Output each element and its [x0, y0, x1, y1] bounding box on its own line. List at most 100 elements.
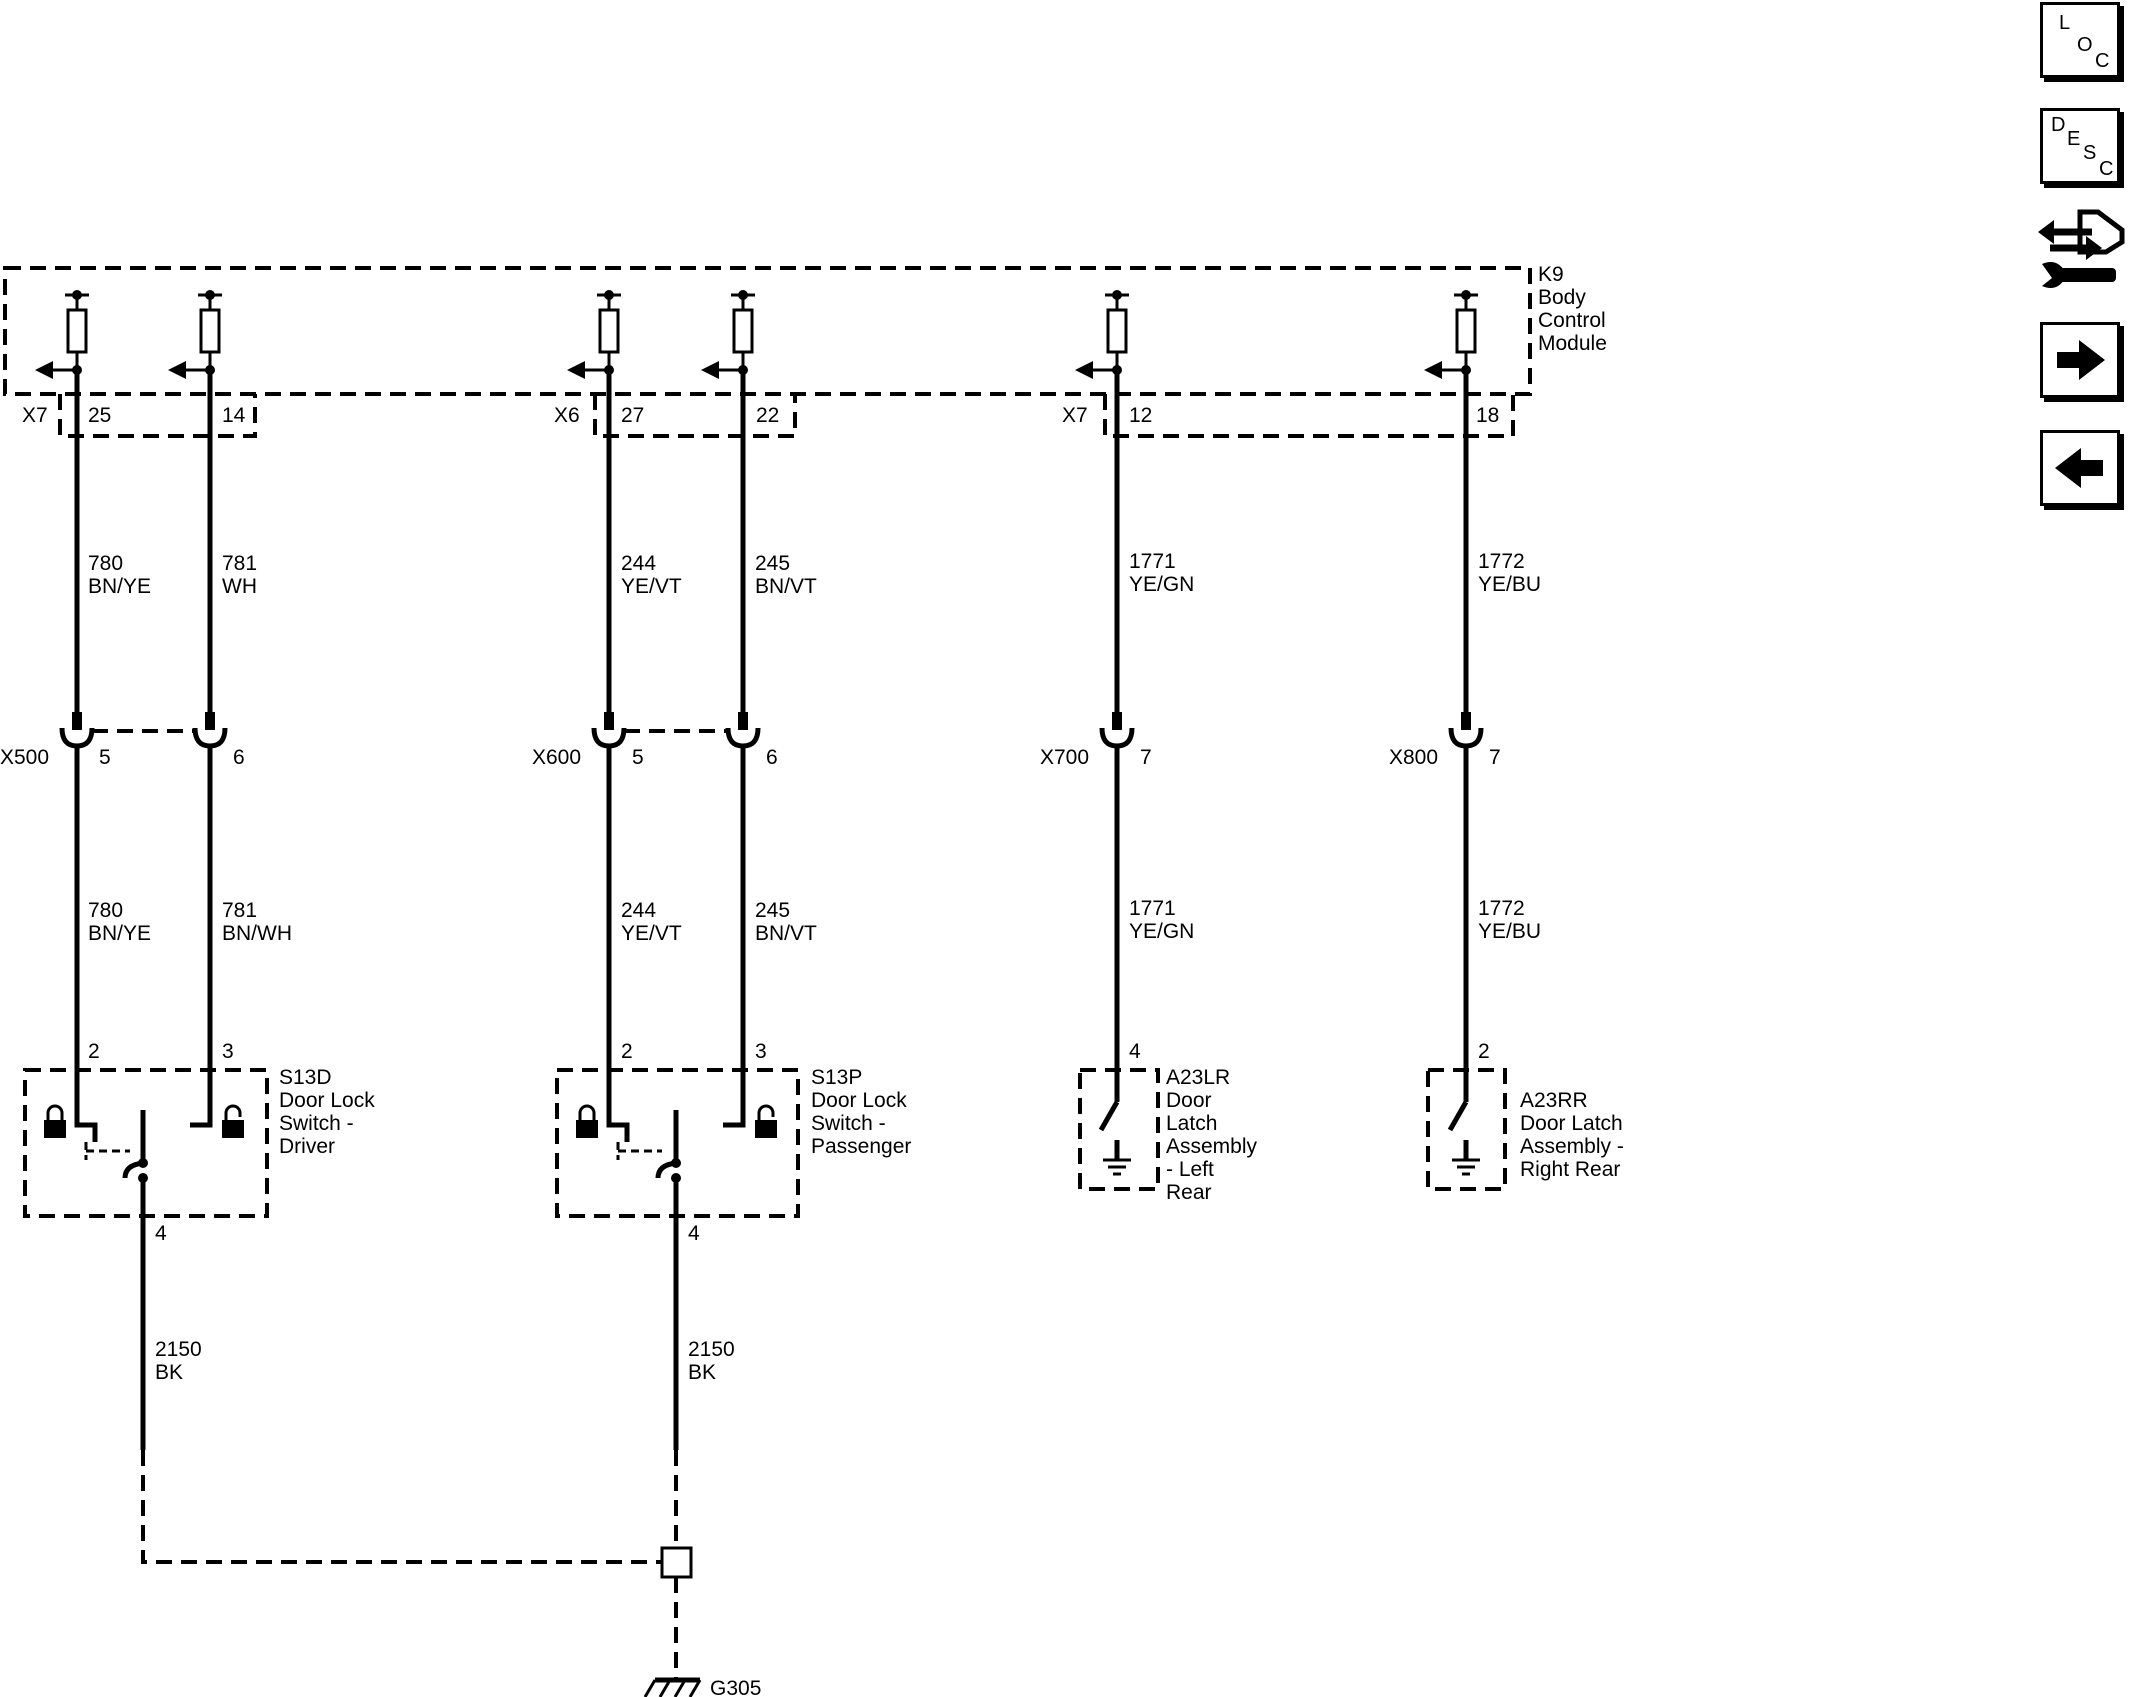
inline-connector-label: X700	[1040, 746, 1089, 769]
ground-label: G305	[710, 1677, 761, 1697]
a23lr-door-latch: 4 A23LR Door Latch Assembly - Left Rear	[1078, 1040, 1258, 1204]
circuit-color: YE/GN	[1129, 573, 1194, 596]
circuit-number: 245	[755, 899, 790, 922]
circuit-color: BN/WH	[222, 922, 292, 945]
pin-label: 3	[222, 1040, 234, 1063]
component-name-line: Door Lock	[279, 1089, 375, 1112]
component-name-line: Assembly -	[1520, 1135, 1624, 1158]
pin-label: 5	[632, 746, 644, 769]
component-name-line: Door Latch	[1520, 1112, 1623, 1135]
module-id: K9	[1538, 263, 1564, 286]
k9-output-driver	[1075, 290, 1129, 379]
s13d-door-lock-switch: 2 3 S13D Door Lock Switch - Driver	[23, 1040, 375, 1218]
k9-connector-x7-b-outline	[1103, 394, 1515, 438]
forward-button[interactable]	[2040, 322, 2120, 398]
loc-letter: L	[2059, 12, 2071, 34]
pin-label: 6	[766, 746, 778, 769]
ground-wires	[140, 1216, 693, 1680]
inline-connector-label: X600	[532, 746, 581, 769]
component-name-line: Switch -	[279, 1112, 354, 1135]
circuit-number: 1771	[1129, 897, 1176, 920]
component-name-line: Switch -	[811, 1112, 886, 1135]
pin-label: 7	[1489, 746, 1501, 769]
circuit-number: 781	[222, 552, 257, 575]
component-id: A23RR	[1520, 1089, 1588, 1112]
circuit-number: 245	[755, 552, 790, 575]
circuit-color: WH	[222, 575, 257, 598]
circuit-color: BN/YE	[88, 922, 151, 945]
connector-tool-icon[interactable]	[2036, 208, 2128, 298]
connector-tool-graphic	[2038, 209, 2125, 288]
desc-letter: S	[2083, 142, 2097, 164]
k9-connector-x7-a-outline	[58, 394, 257, 438]
desc-letter: D	[2051, 114, 2066, 136]
circuit-color: BK	[688, 1361, 716, 1384]
k9-output-driver	[567, 290, 621, 379]
ground-icon	[1103, 1158, 1131, 1176]
circuit-color: BN/YE	[88, 575, 151, 598]
component-name-line: Assembly	[1166, 1135, 1258, 1158]
k9-output-driver	[35, 290, 89, 379]
loc-button[interactable]: L O C	[2040, 2, 2120, 78]
connector-label: X6	[554, 404, 580, 427]
component-name-line: - Left	[1166, 1158, 1214, 1181]
component-name-line: Rear	[1166, 1181, 1212, 1204]
component-id: S13D	[279, 1066, 332, 1089]
k9-internal-circuit	[35, 290, 1478, 379]
circuit-color: YE/VT	[621, 575, 682, 598]
s13p-door-lock-switch: 2 3 S13P Door Lock Switch - Passenger	[555, 1040, 911, 1218]
desc-button[interactable]: D E S C	[2040, 108, 2120, 184]
unlock-icon	[755, 1104, 777, 1138]
circuit-number: 244	[621, 899, 656, 922]
chassis-ground-icon	[643, 1677, 702, 1697]
lock-icon	[576, 1104, 598, 1138]
pin-label: 22	[756, 404, 779, 427]
component-name-line: Driver	[279, 1135, 335, 1158]
module-name-line: Control	[1538, 309, 1606, 332]
circuit-color: YE/BU	[1478, 573, 1541, 596]
k9-output-driver	[1424, 290, 1478, 379]
pin-label: 2	[621, 1040, 633, 1063]
circuit-number: 2150	[688, 1338, 735, 1361]
pin-label: 4	[1129, 1040, 1141, 1063]
pin-label: 27	[621, 404, 644, 427]
pin-label: 5	[99, 746, 111, 769]
circuit-number: 780	[88, 899, 123, 922]
pin-label: 2	[88, 1040, 100, 1063]
circuit-color: YE/BU	[1478, 920, 1541, 943]
pin-label: 7	[1140, 746, 1152, 769]
pin-label: 2	[1478, 1040, 1490, 1063]
circuit-number: 1772	[1478, 550, 1525, 573]
pin-label: 12	[1129, 404, 1152, 427]
pin-label: 4	[155, 1222, 167, 1245]
pin-label: 14	[222, 404, 246, 427]
forward-arrow-icon	[2057, 340, 2105, 380]
circuit-number: 1772	[1478, 897, 1525, 920]
pin-label: 3	[755, 1040, 767, 1063]
splice-box	[660, 1546, 693, 1579]
circuit-color: YE/GN	[1129, 920, 1194, 943]
back-button[interactable]	[2040, 430, 2120, 506]
pin-label: 6	[233, 746, 245, 769]
component-name-line: Right Rear	[1520, 1158, 1620, 1181]
k9-connector-x6-outline	[593, 394, 797, 438]
component-name-line: Door Lock	[811, 1089, 907, 1112]
connector-label: X7	[22, 404, 48, 427]
inline-connector-cups	[59, 727, 1484, 749]
loc-letter: O	[2077, 34, 2093, 56]
inline-connector-label: X500	[0, 746, 49, 769]
circuit-color: YE/VT	[621, 922, 682, 945]
inline-connector-label: X800	[1389, 746, 1438, 769]
circuit-number: 2150	[155, 1338, 202, 1361]
ground-icon	[1452, 1158, 1480, 1176]
lock-icon	[44, 1104, 66, 1138]
desc-letter: E	[2067, 128, 2081, 150]
upper-wires	[72, 370, 1471, 730]
circuit-number: 780	[88, 552, 123, 575]
unlock-icon	[222, 1104, 244, 1138]
circuit-number: 1771	[1129, 550, 1176, 573]
circuit-color: BK	[155, 1361, 183, 1384]
lower-wires	[74, 746, 1469, 1110]
circuit-color: BN/VT	[755, 922, 817, 945]
k9-output-driver	[168, 290, 222, 379]
